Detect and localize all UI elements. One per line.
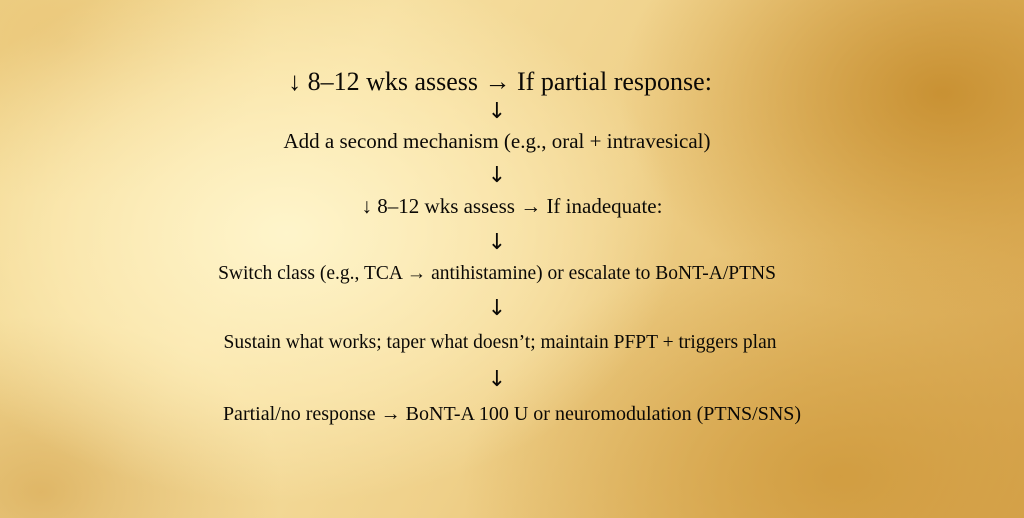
down-arrow-icon: ↓ [487, 367, 507, 392]
step-partial-no-response: Partial/no response → BoNT-A 100 U or ne… [222, 403, 802, 425]
down-arrow-icon: ↓ [487, 163, 507, 188]
down-arrow-icon: ↓ [487, 230, 507, 255]
step-assess-inadequate: ↓ 8–12 wks assess → If inadequate: [361, 194, 663, 218]
down-arrow-icon: ↓ [487, 99, 507, 124]
step-sustain-taper-maintain: Sustain what works; taper what doesn’t; … [223, 332, 777, 353]
down-arrow-icon: ↓ [487, 296, 507, 321]
step-assess-partial-response: ↓ 8–12 wks assess → If partial response: [288, 67, 712, 96]
step-add-second-mechanism: Add a second mechanism (e.g., oral + int… [283, 129, 711, 153]
step-switch-class-or-escalate: Switch class (e.g., TCA → antihistamine)… [218, 263, 776, 284]
